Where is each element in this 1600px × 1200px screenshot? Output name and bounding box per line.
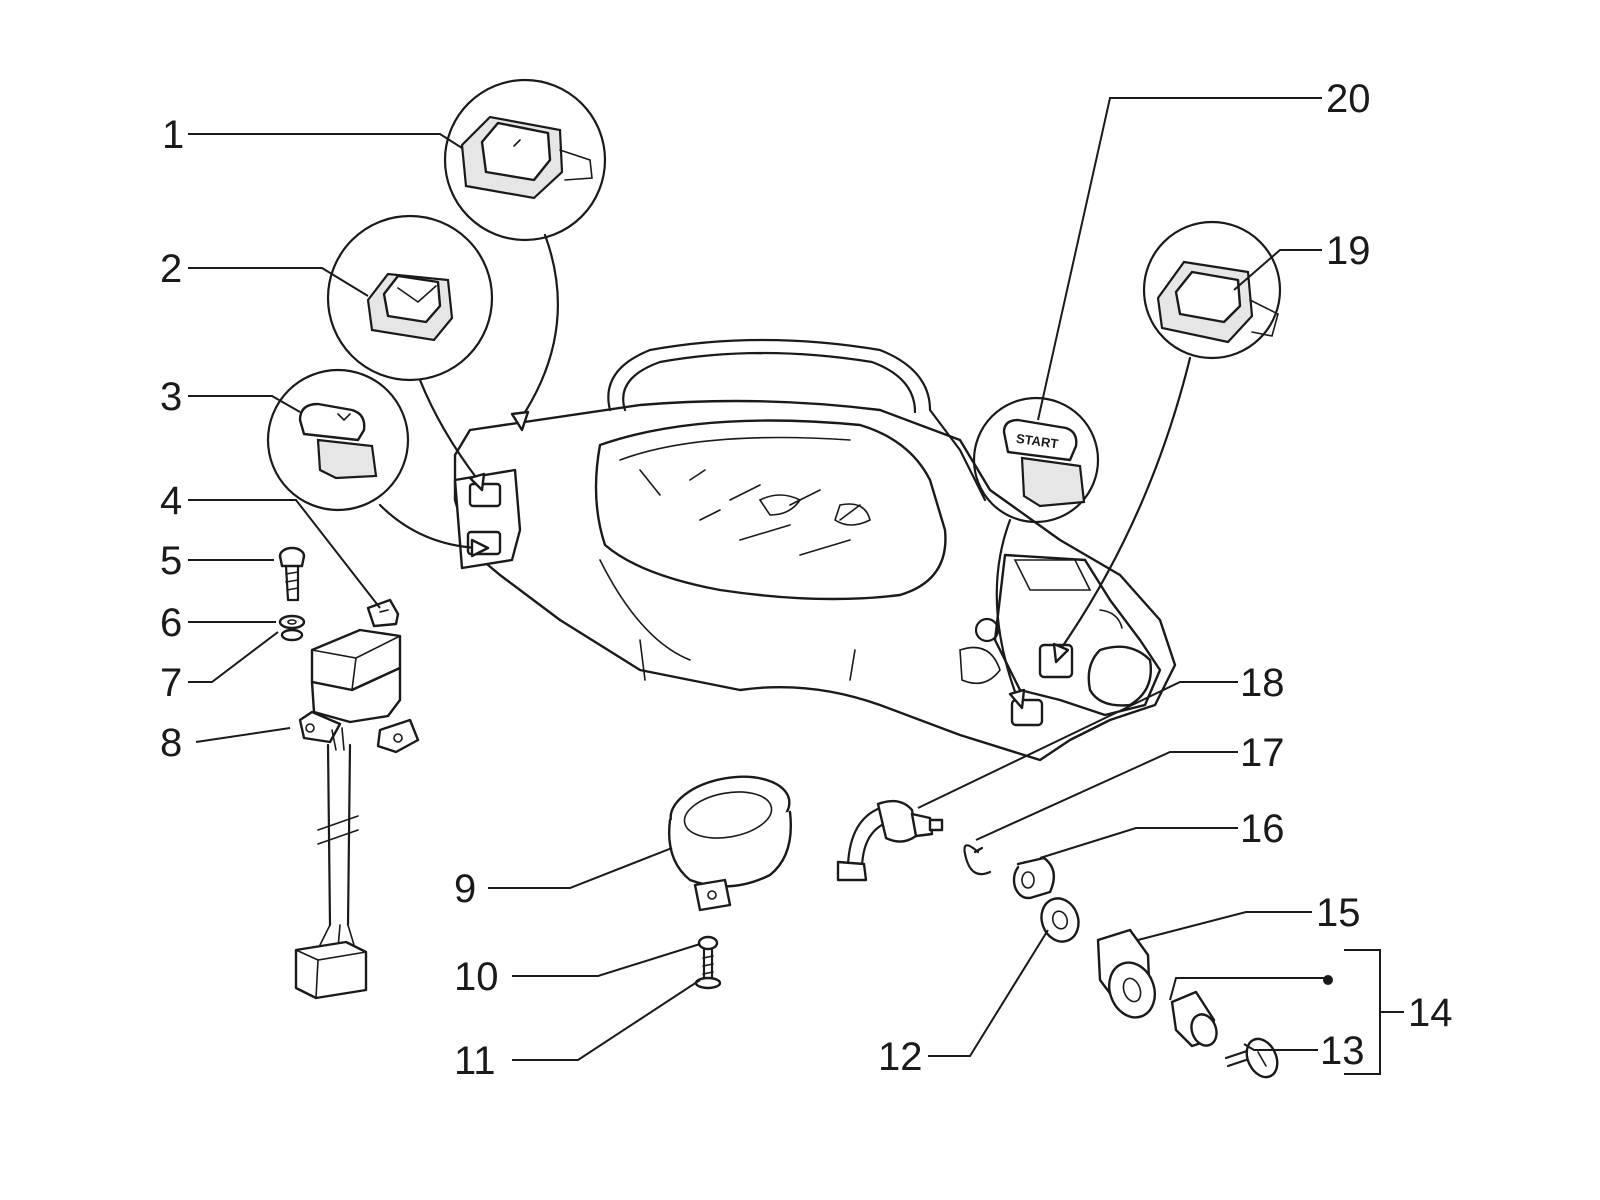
- part-label-20: 20: [1326, 77, 1371, 121]
- leader-lines: [188, 97, 1404, 1075]
- part-label-12: 12: [878, 1035, 923, 1079]
- part-label-5: 5: [160, 539, 182, 583]
- part-label-10: 10: [454, 955, 499, 999]
- part-label-3: 3: [160, 375, 182, 419]
- part-label-11: 11: [454, 1039, 496, 1083]
- part-label-9: 9: [454, 867, 476, 911]
- detail-circle-part-20: START: [972, 396, 1100, 524]
- assembly-arrows: [378, 233, 1192, 710]
- left-components: [278, 546, 420, 1000]
- part-label-16: 16: [1240, 807, 1285, 851]
- detail-circle-part-2: [326, 214, 494, 382]
- part-label-19: 19: [1326, 229, 1371, 273]
- part-label-4: 4: [160, 479, 182, 523]
- part-label-6: 6: [160, 601, 182, 645]
- ignition-components: [836, 799, 1279, 1079]
- horn-screw-and-washer: [694, 935, 722, 990]
- part-label-1: 1: [162, 113, 184, 157]
- part-label-17: 17: [1240, 731, 1285, 775]
- handlebar-cover-body: [453, 338, 1177, 762]
- bullet-dot: [1323, 975, 1333, 985]
- part-labels: 1 2 3 4 5 6 7 8 9 10 11 12 13 14 15 16 1…: [160, 77, 1453, 1083]
- detail-circle-part-3: [266, 368, 410, 512]
- part-label-7: 7: [160, 661, 182, 705]
- part-label-8: 8: [160, 721, 182, 765]
- detail-circle-part-19: [1142, 220, 1282, 360]
- part-label-15: 15: [1316, 891, 1361, 935]
- detail-circle-part-1: [443, 78, 607, 242]
- start-button-label: START: [1015, 431, 1059, 452]
- part-label-14: 14: [1408, 991, 1453, 1035]
- part-label-13: 13: [1320, 1029, 1365, 1073]
- part-label-2: 2: [160, 247, 182, 291]
- horn: [668, 775, 792, 912]
- part-label-18: 18: [1240, 661, 1285, 705]
